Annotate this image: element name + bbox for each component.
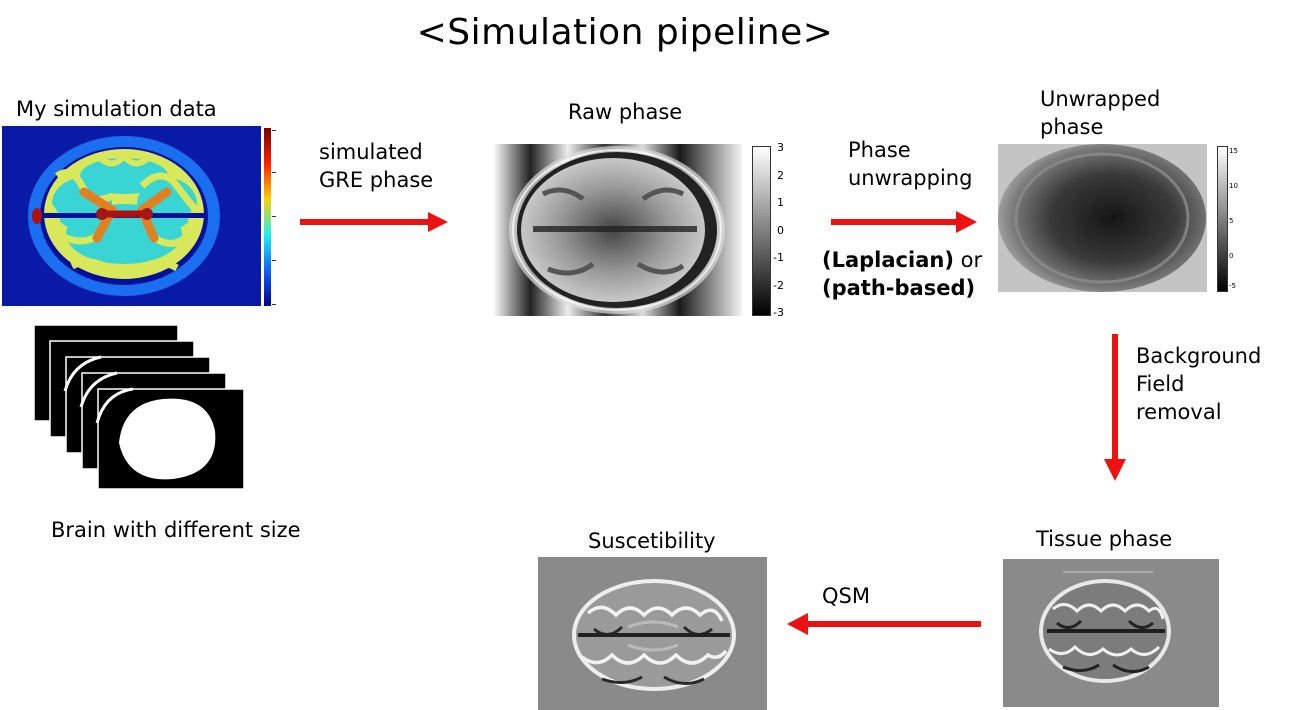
simulation-colorbar-ticks: [272, 128, 278, 306]
down-arrow: [1104, 334, 1126, 481]
right-arrow-2: [831, 211, 977, 233]
raw-phase-colorbar: [752, 146, 771, 316]
unwrap-step-line2: unwrapping: [848, 166, 973, 190]
raw-tick: 0: [777, 224, 784, 237]
tissue-phase-image: [1003, 559, 1219, 707]
unwrapped-tick: 15: [1229, 147, 1238, 155]
gre-step-line1: simulated: [319, 140, 423, 164]
raw-phase-colorbar-ticks: 3 2 1 0 -1 -2 -3: [773, 141, 797, 318]
unwrapped-tick: 10: [1229, 182, 1238, 190]
unwrapped-colorbar: [1217, 146, 1228, 292]
raw-tick: -2: [773, 279, 784, 292]
raw-tick: 1: [777, 196, 784, 209]
unwrapped-tick: 5: [1229, 217, 1234, 225]
susceptibility-image: [538, 557, 767, 710]
raw-tick: 3: [777, 141, 784, 154]
unwrapped-label-line2: phase: [1040, 115, 1104, 139]
page-title: <Simulation pipeline>: [416, 12, 834, 53]
bg-removal-line1: Background: [1136, 344, 1262, 368]
laplacian-method: (Laplacian): [822, 248, 954, 272]
simulation-colorbar: [264, 128, 271, 306]
path-based-method: (path-based): [822, 276, 976, 300]
or-text: or: [953, 248, 983, 272]
susceptibility-label: Suscetibility: [588, 529, 716, 553]
unwrapped-colorbar-ticks: 15 10 5 0 -5: [1229, 145, 1243, 293]
unwrap-step-line1: Phase: [848, 138, 911, 162]
raw-tick: 2: [777, 169, 784, 182]
unwrapped-label-line1: Unwrapped: [1040, 87, 1161, 111]
brain-mask-stack: [33, 323, 245, 491]
bg-removal-line3: removal: [1136, 400, 1222, 424]
unwrapped-tick: -5: [1229, 282, 1236, 290]
raw-tick: -1: [773, 251, 784, 264]
unwrapped-phase-image: [998, 144, 1207, 292]
simulation-image: [2, 126, 261, 306]
gre-step-line2: GRE phase: [319, 168, 434, 192]
qsm-label: QSM: [822, 584, 870, 608]
bg-removal-line2: Field: [1136, 372, 1185, 396]
brains-label: Brain with different size: [51, 518, 301, 542]
raw-phase-label: Raw phase: [568, 100, 683, 124]
unwrap-methods-line1: (Laplacian) or: [822, 246, 982, 274]
unwrapped-tick: 0: [1229, 252, 1234, 260]
right-arrow-1: [300, 212, 448, 232]
sim-data-label: My simulation data: [16, 97, 217, 121]
tissue-phase-label: Tissue phase: [1036, 527, 1173, 551]
raw-tick: -3: [773, 306, 784, 319]
raw-phase-image: [493, 144, 742, 316]
left-arrow: [787, 613, 981, 635]
